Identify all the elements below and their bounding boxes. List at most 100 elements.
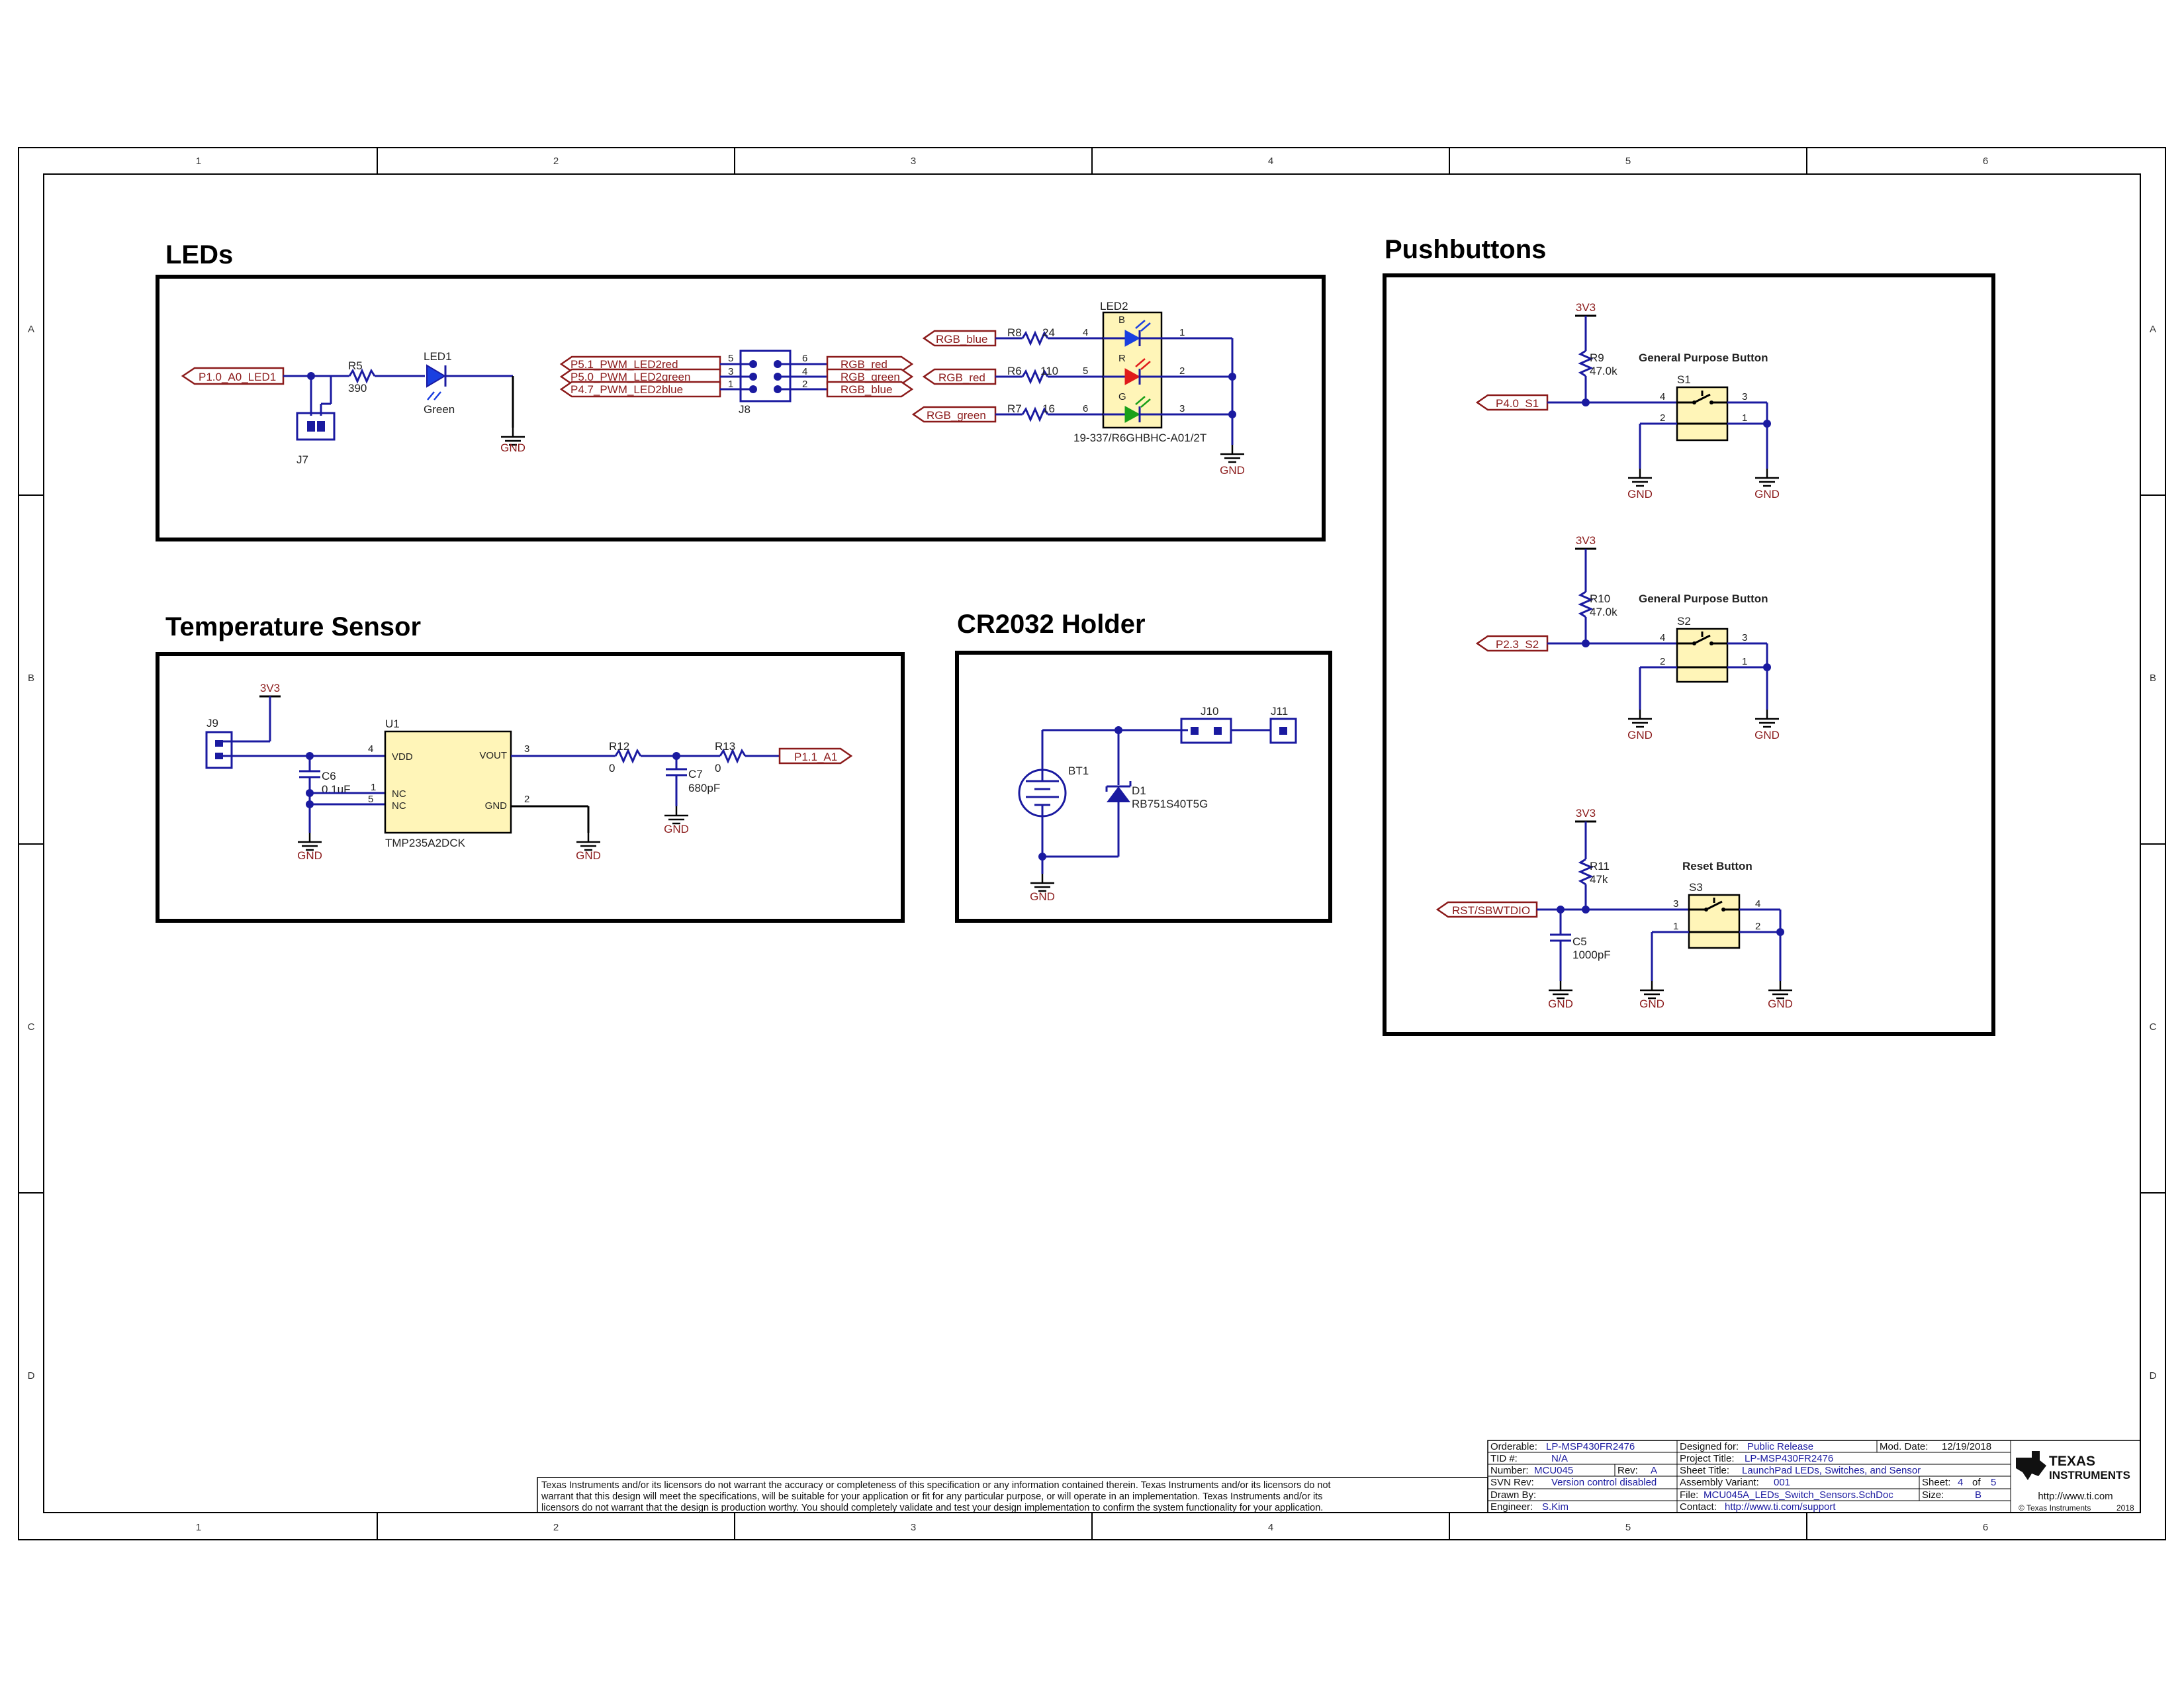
led2-letter: G — [1118, 391, 1126, 402]
led2-package — [1102, 311, 1163, 429]
tb-label: Mod. Date: — [1880, 1441, 1928, 1452]
j8-pin: 1 — [728, 379, 733, 390]
pushbuttons-section: Pushbuttons 3V3 R9 47.0k P4.0_S1 S1 Gene… — [1383, 235, 1995, 1036]
led1-circuit: P1.0_A0_LED1 J7 R5 390 LED1 Green GND — [181, 350, 526, 466]
bt1-ref: BT1 — [1068, 765, 1089, 777]
section-title-pushbuttons: Pushbuttons — [1385, 235, 1546, 264]
resistor-r7 — [1021, 406, 1049, 422]
gnd-label: GND — [1754, 729, 1780, 741]
s2-title: General Purpose Button — [1639, 592, 1768, 605]
row-label-right: B — [2150, 673, 2156, 684]
r9-ref: R9 — [1590, 352, 1604, 364]
title-block: Orderable: LP-MSP430FR2476 TID #: N/A Nu… — [1487, 1440, 2141, 1513]
rgb-net: RGB_green — [927, 409, 986, 422]
row-label-left: D — [28, 1370, 35, 1382]
led1-ref: LED1 — [424, 350, 452, 363]
switch-s2[interactable] — [1676, 628, 1729, 683]
gnd-label: GND — [500, 442, 525, 454]
temp-out-net: P1.1_A1 — [794, 751, 837, 763]
rail-3v3: 3V3 — [1576, 301, 1596, 314]
s2-net: P2.3_S2 — [1496, 638, 1539, 651]
s2-ref: S2 — [1677, 615, 1691, 628]
ti-brand-line1: TEXAS — [2049, 1454, 2095, 1469]
d1-part: RB751S40T5G — [1132, 798, 1208, 810]
tb-svn: Version control disabled — [1551, 1477, 1657, 1488]
tb-orderable: LP-MSP430FR2476 — [1546, 1441, 1635, 1452]
ground-icon — [1767, 980, 1794, 1000]
rgb-res-value: 16 — [1042, 402, 1055, 415]
col-label-bottom: 5 — [1625, 1522, 1631, 1533]
texas-instruments-logo: TEXAS INSTRUMENTS — [2016, 1451, 2130, 1481]
tb-sheet-num: 4 — [1958, 1477, 1963, 1488]
row-label-left: A — [28, 324, 34, 335]
rgb-res-ref: R7 — [1007, 402, 1022, 415]
ground-icon — [1029, 872, 1056, 892]
row-label-right: D — [2150, 1370, 2157, 1382]
led2-pin: 6 — [1083, 403, 1088, 414]
s1-pin: 2 — [1660, 412, 1665, 424]
r5-value: 390 — [348, 382, 367, 395]
rgb-res-value: 110 — [1040, 365, 1058, 377]
led2-pin: 5 — [1083, 365, 1088, 377]
switch-s3[interactable] — [1688, 894, 1741, 949]
tb-contact-link[interactable]: http://www.ti.com/support — [1725, 1501, 1836, 1513]
leds-box — [156, 275, 1326, 541]
tb-designed: Public Release — [1747, 1441, 1813, 1452]
ic-u1 — [384, 730, 512, 834]
led2-letter: R — [1118, 353, 1126, 364]
s2-pin: 4 — [1660, 632, 1665, 643]
ti-copyright: © Texas Instruments — [2019, 1503, 2091, 1513]
j8-right-net: RGB_red — [841, 358, 887, 371]
rgb-res-value: 24 — [1042, 326, 1055, 339]
temperature-box — [156, 652, 905, 923]
tb-engineer: S.Kim — [1542, 1501, 1569, 1513]
tb-label: Designed for: — [1680, 1441, 1739, 1452]
switch-s1[interactable] — [1676, 386, 1729, 442]
disclaimer-line: warrant that this design will meet the s… — [541, 1491, 1322, 1502]
tb-label: Sheet Title: — [1680, 1465, 1729, 1476]
col-label-top: 4 — [1268, 156, 1273, 167]
resistor-r9 — [1578, 350, 1594, 377]
tb-label: of — [1972, 1477, 1981, 1488]
jumper-j10 — [1180, 718, 1232, 744]
r10-ref: R10 — [1590, 592, 1610, 605]
led2-ref: LED2 — [1100, 300, 1128, 312]
tb-label: Contact: — [1680, 1501, 1717, 1513]
s1-net: P4.0_S1 — [1496, 397, 1539, 410]
led2-pin: 2 — [1179, 365, 1185, 377]
disclaimer: Texas Instruments and/or its licensors d… — [537, 1477, 1488, 1513]
ground-icon — [663, 805, 690, 825]
led-blue-icon — [1124, 330, 1141, 347]
j11-ref: J11 — [1271, 705, 1288, 718]
pushbuttons-box — [1383, 273, 1995, 1036]
r12-value: 0 — [609, 762, 615, 774]
led2-part: 19-337/R6GHBHC-A01/2T — [1073, 432, 1206, 444]
ground-icon — [296, 831, 323, 851]
col-label-bottom: 2 — [553, 1522, 559, 1533]
header-j8: P5.1_PWM_LED2red P5.0_PWM_LED2green P4.7… — [559, 350, 914, 416]
led-red-icon — [1124, 368, 1141, 385]
resistor-r10 — [1578, 590, 1594, 618]
u1-pin-num: 3 — [524, 743, 529, 755]
ground-icon — [1627, 708, 1653, 728]
gnd-label: GND — [664, 823, 689, 835]
ground-icon — [1754, 467, 1780, 487]
gnd-label: GND — [1754, 488, 1780, 500]
rail-3v3: 3V3 — [1576, 807, 1596, 820]
r10-value: 47.0k — [1590, 606, 1617, 618]
net-label-led1: P1.0_A0_LED1 — [199, 371, 276, 383]
j10-ref: J10 — [1201, 705, 1218, 718]
ti-url[interactable]: http://www.ti.com — [2038, 1491, 2113, 1502]
j8-pin: 4 — [802, 366, 807, 377]
col-label-top: 3 — [911, 156, 916, 167]
tb-sheet-title: LaunchPad LEDs, Switches, and Sensor — [1742, 1465, 1921, 1476]
net-flag-p1-1 — [778, 747, 853, 765]
button-s1-circuit: 3V3 R9 47.0k P4.0_S1 S1 General Purpose … — [1475, 301, 1780, 500]
s1-pin: 1 — [1742, 412, 1747, 424]
tb-mod: 12/19/2018 — [1942, 1441, 1991, 1452]
u1-pin-num: 2 — [524, 794, 529, 805]
s3-title: Reset Button — [1682, 860, 1752, 872]
u1-pin-name: VDD — [392, 751, 413, 763]
col-label-top: 6 — [1983, 156, 1988, 167]
rail-3v3: 3V3 — [1576, 534, 1596, 547]
